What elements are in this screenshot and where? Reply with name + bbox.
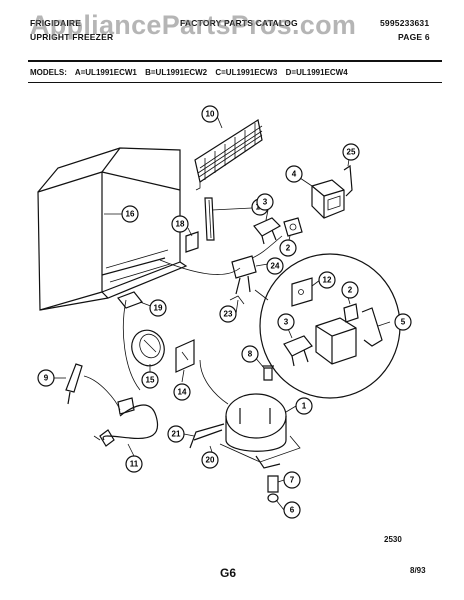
overload-detail bbox=[343, 303, 359, 323]
callout-18-label: 18 bbox=[176, 220, 185, 229]
callout-3-detail-label: 3 bbox=[284, 318, 289, 327]
callout-24-label: 24 bbox=[271, 262, 280, 271]
callout-19: 19 bbox=[149, 299, 167, 317]
relay-cover-top bbox=[253, 217, 281, 245]
revision-date: 8/93 bbox=[410, 566, 426, 575]
callout-16-label: 16 bbox=[126, 210, 135, 219]
brand-name: FRIGIDAIRE bbox=[30, 18, 82, 28]
callout-10: 10 bbox=[201, 105, 219, 123]
callout-2-detail-label: 2 bbox=[348, 286, 353, 295]
drain-bracket bbox=[185, 231, 199, 253]
callout-11-label: 11 bbox=[130, 460, 139, 469]
catalog-number: 5995233631 bbox=[380, 18, 430, 28]
callout-3-top-label: 3 bbox=[263, 198, 268, 207]
callout-2-top: 2 bbox=[279, 239, 297, 257]
power-cord bbox=[93, 397, 159, 447]
callout-7: 7 bbox=[283, 471, 301, 489]
process-tube bbox=[189, 423, 225, 449]
callout-19-label: 19 bbox=[154, 304, 163, 313]
callout-16: 16 bbox=[121, 205, 139, 223]
callout-10-label: 10 bbox=[206, 110, 215, 119]
models-line: MODELS: A=UL1991ECW1 B=UL1991ECW2 C=UL19… bbox=[30, 68, 354, 77]
callout-14: 14 bbox=[173, 383, 191, 401]
callout-11: 11 bbox=[125, 455, 143, 473]
clip-wire bbox=[343, 164, 353, 197]
callout-4: 4 bbox=[285, 165, 303, 183]
model-b: B=UL1991ECW2 bbox=[145, 68, 208, 77]
callout-9-label: 9 bbox=[44, 374, 49, 383]
callout-5-label: 5 bbox=[401, 318, 406, 327]
callout-1-label: 1 bbox=[302, 402, 307, 411]
callout-4-label: 4 bbox=[292, 170, 297, 179]
callout-9: 9 bbox=[37, 369, 55, 387]
model-d: D=UL1991ECW4 bbox=[285, 68, 348, 77]
page-number: PAGE 6 bbox=[398, 32, 430, 42]
grommet bbox=[267, 475, 279, 503]
document-title: FACTORY PARTS CATALOG bbox=[180, 18, 298, 28]
cord-clamp bbox=[65, 363, 83, 405]
callout-25: 25 bbox=[342, 143, 360, 161]
compressor bbox=[219, 393, 301, 469]
callout-3-top: 3 bbox=[256, 193, 274, 211]
callout-6-label: 6 bbox=[290, 506, 295, 515]
callout-12-label: 12 bbox=[323, 276, 332, 285]
header-rule-top bbox=[28, 60, 442, 62]
figure-number: 2530 bbox=[384, 535, 402, 544]
callout-12: 12 bbox=[318, 271, 336, 289]
wiring bbox=[83, 235, 283, 411]
callout-25-label: 25 bbox=[347, 148, 356, 157]
callout-20: 20 bbox=[201, 451, 219, 469]
models-label: MODELS: bbox=[30, 68, 67, 77]
callout-18: 18 bbox=[171, 215, 189, 233]
callout-23-label: 23 bbox=[224, 310, 233, 319]
callout-5: 5 bbox=[394, 313, 412, 331]
document-subtitle: UPRIGHT FREEZER bbox=[30, 32, 114, 42]
page-code: G6 bbox=[220, 566, 237, 580]
defrost-timer bbox=[131, 329, 165, 367]
callout-15-label: 15 bbox=[146, 376, 155, 385]
condenser bbox=[194, 119, 263, 191]
leader-lines bbox=[54, 115, 391, 511]
callout-2-detail: 2 bbox=[341, 281, 359, 299]
mounting-bolt bbox=[262, 365, 274, 381]
header-rule-bottom bbox=[28, 82, 442, 83]
capacitor bbox=[229, 255, 257, 305]
callout-6: 6 bbox=[283, 501, 301, 519]
callout-14-label: 14 bbox=[178, 388, 187, 397]
drain-tube bbox=[204, 197, 215, 241]
callout-21: 21 bbox=[167, 425, 185, 443]
callout-24: 24 bbox=[266, 257, 284, 275]
callout-2-top-label: 2 bbox=[286, 244, 291, 253]
timer-bracket bbox=[175, 339, 195, 373]
gasket-pad bbox=[117, 291, 143, 309]
clip-detail bbox=[361, 307, 383, 347]
callout-23: 23 bbox=[219, 305, 237, 323]
freezer-cabinet bbox=[37, 147, 188, 311]
callout-15: 15 bbox=[141, 371, 159, 389]
callout-21-label: 21 bbox=[172, 430, 181, 439]
relay-housing bbox=[311, 179, 345, 219]
callout-20-label: 20 bbox=[206, 456, 215, 465]
relay-terminal bbox=[291, 277, 313, 307]
callout-8-label: 8 bbox=[248, 350, 253, 359]
relay-cover-detail bbox=[283, 335, 313, 367]
callout-3-detail: 3 bbox=[277, 313, 295, 331]
callout-8: 8 bbox=[241, 345, 259, 363]
callout-7-label: 7 bbox=[290, 476, 295, 485]
callout-1: 1 bbox=[295, 397, 313, 415]
model-a: A=UL1991ECW1 bbox=[74, 68, 137, 77]
start-relay bbox=[315, 317, 357, 365]
watermark: AppliancePartsPros.com bbox=[30, 10, 357, 40]
model-c: C=UL1991ECW3 bbox=[215, 68, 278, 77]
overload-top bbox=[283, 217, 303, 237]
